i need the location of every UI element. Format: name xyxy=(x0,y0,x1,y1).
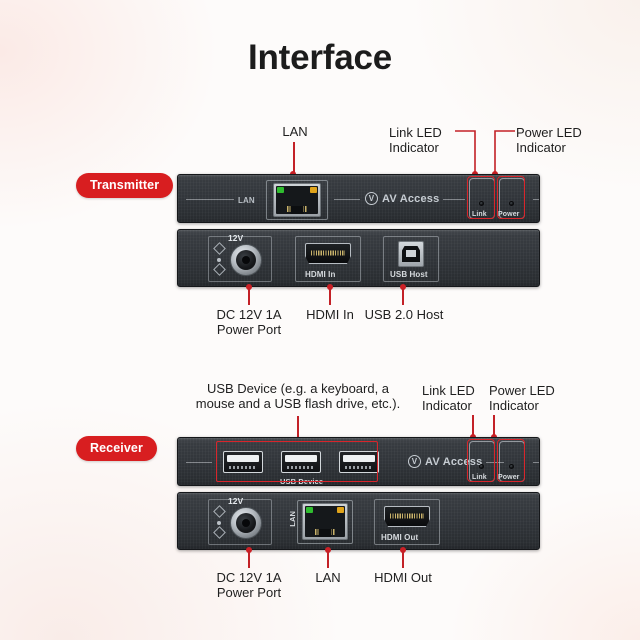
leader-dot-tx-hdmi xyxy=(327,284,333,290)
leader-tx-power-led xyxy=(494,130,515,174)
callout-tx-hdmi-in: HDMI In xyxy=(306,307,354,322)
rx-power-silk-label: Power xyxy=(498,474,520,481)
lan-silk-label: LAN xyxy=(238,196,255,205)
rx-dc-power-jack[interactable] xyxy=(230,507,262,539)
rx-dc-port-well xyxy=(208,499,272,545)
callout-tx-link-led: Link LED Indicator xyxy=(389,125,442,156)
rx-av-access-logo-text: AV Access xyxy=(425,455,483,468)
lan-port-well xyxy=(266,180,328,220)
leader-dot-tx-dc xyxy=(246,284,252,290)
front-hairline-mid-a xyxy=(334,199,360,200)
rx-power-led-dot xyxy=(509,464,514,469)
leader-rx-dc xyxy=(248,551,250,568)
rx-av-access-logo-mark: V xyxy=(408,455,421,468)
usb-device-port-3[interactable] xyxy=(339,451,379,473)
transmitter-rear-panel: 12V HDMI In USB Host xyxy=(177,229,540,287)
usb-device-silk-label: USB Device xyxy=(280,477,324,486)
callout-rx-link-led: Link LED Indicator xyxy=(422,383,475,414)
callout-tx-usb-host: USB 2.0 Host xyxy=(364,307,444,322)
leader-dot-rx-hdmi xyxy=(400,547,406,553)
av-access-logo-mark: V xyxy=(365,192,378,205)
callout-tx-power-port: DC 12V 1A Power Port xyxy=(216,307,282,338)
usb-host-well xyxy=(383,236,439,282)
rx-dc-12v-silk-label: 12V xyxy=(228,496,244,506)
av-access-logo-text: AV Access xyxy=(382,192,440,205)
callout-rx-power-led: Power LED Indicator xyxy=(489,383,555,414)
page-title: Interface xyxy=(247,38,393,77)
leader-rx-power-led xyxy=(493,415,495,438)
receiver-rear-panel: 12V LAN HDMI Out xyxy=(177,492,540,550)
transmitter-badge: Transmitter xyxy=(76,173,174,198)
power-silk-label: Power xyxy=(498,211,520,218)
leader-rx-link-led xyxy=(472,415,474,438)
rx-rj45-notch xyxy=(318,529,332,537)
rx-front-hairline-right xyxy=(533,462,539,463)
callout-rx-hdmi-out: HDMI Out xyxy=(374,570,432,585)
transmitter-front-panel: LAN V AV Access Link Power xyxy=(177,174,540,223)
rx-front-hairline-mid xyxy=(486,462,504,463)
link-silk-label: Link xyxy=(472,211,487,218)
leader-rx-hdmi xyxy=(402,551,404,568)
front-hairline-left xyxy=(186,199,234,200)
hdmi-in-well xyxy=(295,236,361,282)
usb-host-silk-label: USB Host xyxy=(390,270,428,279)
rx-lan-rj45-port[interactable] xyxy=(302,503,348,540)
rx-link-led-dot xyxy=(479,464,484,469)
hdmi-out-silk-label: HDMI Out xyxy=(381,533,419,542)
rx-dc-center-dot xyxy=(217,521,221,525)
leader-tx-usb xyxy=(402,288,404,305)
leader-dot-rx-dc xyxy=(246,547,252,553)
leader-tx-lan xyxy=(293,142,295,174)
hdmi-in-silk-label: HDMI In xyxy=(305,270,336,279)
dc-port-well xyxy=(208,236,272,282)
hdmi-out-well xyxy=(374,499,440,545)
usb-device-port-1[interactable] xyxy=(223,451,263,473)
leader-tx-link-led xyxy=(455,130,476,174)
hdmi-out-port[interactable] xyxy=(384,506,430,527)
rx-av-access-logo: V AV Access xyxy=(408,455,482,468)
rx-lan-port-well xyxy=(297,500,353,544)
lan-activity-led-amber xyxy=(310,187,317,193)
callout-tx-power-led: Power LED Indicator xyxy=(516,125,582,156)
rx-link-silk-label: Link xyxy=(472,474,487,481)
callout-tx-lan: LAN xyxy=(282,124,308,139)
dc-power-jack[interactable] xyxy=(230,244,262,276)
dc-12v-silk-label: 12V xyxy=(228,233,244,243)
usb-device-port-2[interactable] xyxy=(281,451,321,473)
rj45-notch xyxy=(290,206,304,214)
leader-rx-usb-device xyxy=(297,416,299,438)
leader-rx-lan xyxy=(327,551,329,568)
power-led-dot xyxy=(509,201,514,206)
rx-lan-silk-label: LAN xyxy=(288,511,297,527)
rx-front-hairline-left xyxy=(186,462,212,463)
rx-lan-link-led-green xyxy=(306,507,313,513)
hdmi-in-pins xyxy=(311,250,345,256)
link-led-dot xyxy=(479,201,484,206)
leader-tx-dc xyxy=(248,288,250,305)
rx-lan-activity-led-amber xyxy=(337,507,344,513)
callout-rx-lan: LAN xyxy=(315,570,341,585)
usb-host-port[interactable] xyxy=(398,241,424,267)
lan-rj45-port[interactable] xyxy=(273,183,321,217)
av-access-logo: V AV Access xyxy=(365,192,439,205)
dc-center-dot xyxy=(217,258,221,262)
callout-rx-power-port: DC 12V 1A Power Port xyxy=(216,570,282,601)
receiver-front-panel: USB Device V AV Access Link Power xyxy=(177,437,540,486)
hdmi-in-port[interactable] xyxy=(305,243,351,264)
leader-dot-tx-usb xyxy=(400,284,406,290)
hdmi-out-pins xyxy=(390,513,424,519)
callout-rx-usb-device: USB Device (e.g. a keyboard, a mouse and… xyxy=(195,381,401,412)
receiver-badge: Receiver xyxy=(76,436,157,461)
front-hairline-mid-b xyxy=(443,199,465,200)
lan-link-led-green xyxy=(277,187,284,193)
front-hairline-right xyxy=(533,199,539,200)
leader-dot-rx-lan xyxy=(325,547,331,553)
leader-tx-hdmi xyxy=(329,288,331,305)
